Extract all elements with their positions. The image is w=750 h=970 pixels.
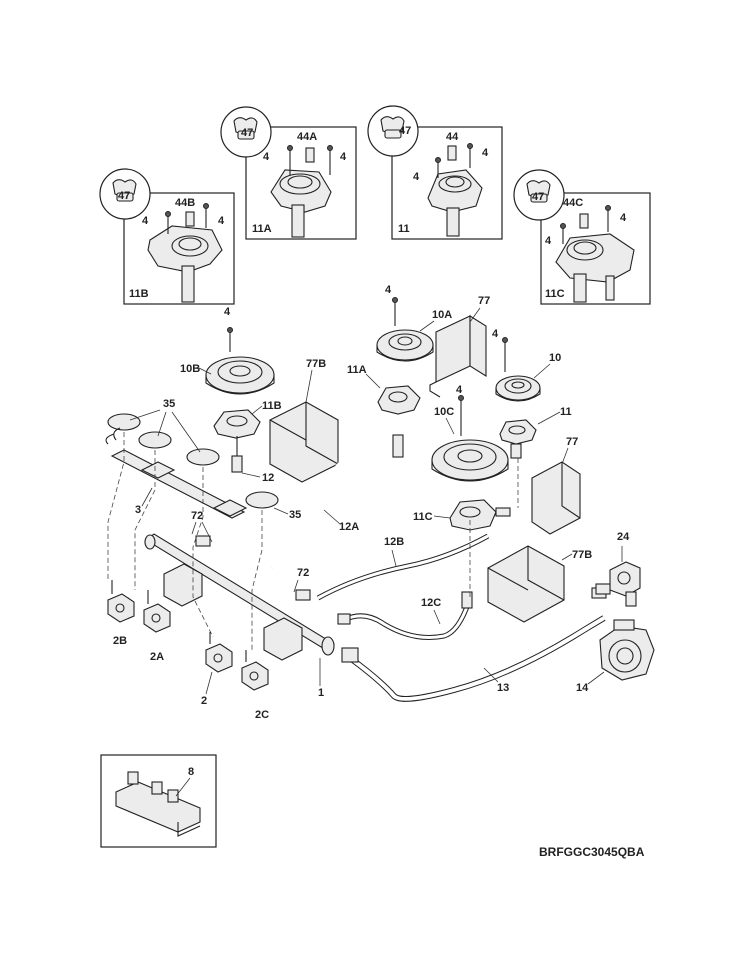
label-35-bottom: 35 (289, 509, 301, 521)
tube-12a (271, 446, 393, 570)
label-4-11b-left: 4 (142, 215, 149, 227)
burner-cap-10 (495, 337, 541, 402)
label-47-c: 47 (118, 190, 130, 202)
burner-base-11c (449, 499, 511, 531)
label-11b-main: 11B (262, 400, 282, 412)
label-3: 3 (135, 504, 141, 516)
label-12b: 12B (384, 536, 404, 548)
label-4-10: 4 (492, 328, 499, 340)
bracket-77-top (429, 315, 487, 398)
pressure-regulator-14 (599, 619, 655, 681)
label-11a-main: 11A (347, 364, 367, 376)
burner-base-11 (499, 419, 537, 459)
bracket-77b-left (269, 401, 339, 483)
label-4-11c-left: 4 (545, 235, 552, 247)
label-24: 24 (617, 531, 630, 543)
bracket-77b-right (487, 545, 565, 623)
label-12c: 12C (421, 597, 441, 609)
burner-cap-10b (205, 327, 275, 395)
valve-2b (107, 580, 135, 623)
label-44: 44 (446, 131, 459, 143)
label-4-11c-right: 4 (620, 212, 627, 224)
label-44c: 44C (563, 197, 583, 209)
label-2a: 2A (150, 651, 164, 663)
label-77-right: 77 (566, 436, 578, 448)
label-10c: 10C (434, 406, 454, 418)
label-77-top: 77 (478, 295, 490, 307)
inset-box-8 (100, 754, 217, 848)
label-35-top: 35 (163, 398, 175, 410)
burner-base-11b (213, 409, 261, 473)
inset-box-11a (220, 106, 357, 240)
inset-box-11b (99, 168, 235, 305)
label-4-10c: 4 (456, 384, 463, 396)
inset-box-11 (367, 105, 503, 240)
label-12a: 12A (339, 521, 359, 533)
label-11c-main: 11C (413, 511, 433, 523)
label-13: 13 (497, 682, 509, 694)
label-11c-inset: 11C (545, 288, 565, 300)
label-10b: 10B (180, 363, 200, 375)
label-2c: 2C (255, 709, 269, 721)
label-47-a: 47 (241, 127, 253, 139)
label-4-11a-left: 4 (263, 151, 270, 163)
label-1: 1 (318, 687, 324, 699)
label-10: 10 (549, 352, 561, 364)
gasket-35-group (107, 413, 279, 509)
label-11a-inset: 11A (252, 223, 272, 235)
label-11b-inset: 11B (129, 288, 149, 300)
diagram-code: BRFGGC3045QBA (539, 845, 645, 859)
label-11-inset: 11 (398, 223, 410, 235)
valve-brackets (163, 563, 303, 661)
label-4-10a: 4 (385, 284, 392, 296)
spreader-bar-3 (105, 427, 248, 519)
label-10a: 10A (432, 309, 452, 321)
label-2: 2 (201, 695, 207, 707)
valve-2c (241, 650, 269, 691)
label-12: 12 (262, 472, 274, 484)
label-8: 8 (188, 766, 194, 778)
tube-12b (316, 533, 490, 601)
inset-box-11c (513, 169, 651, 305)
burner-cap-10c (431, 395, 509, 482)
label-14: 14 (576, 682, 589, 694)
label-4-11a-right: 4 (340, 151, 347, 163)
label-44b: 44B (175, 197, 195, 209)
label-11: 11 (560, 406, 572, 418)
label-4-11-right: 4 (482, 147, 489, 159)
tube-12c (337, 591, 473, 640)
label-47-d: 47 (532, 191, 544, 203)
burner-base-11a (377, 385, 421, 458)
label-77b-left: 77B (306, 358, 326, 370)
label-72-left: 72 (191, 510, 203, 522)
label-47-b: 47 (399, 125, 411, 137)
label-4-11-left: 4 (413, 171, 420, 183)
label-44a: 44A (297, 131, 317, 143)
alignment-lines (107, 432, 519, 650)
burner-cap-10a (376, 297, 434, 362)
valve-2a (143, 590, 171, 633)
label-4-11b-right: 4 (218, 215, 225, 227)
valve-2 (205, 632, 233, 673)
label-72-right: 72 (297, 567, 309, 579)
bracket-77-right (531, 461, 581, 535)
label-4-10b: 4 (224, 306, 231, 318)
tube-13 (341, 587, 607, 702)
label-77b-right: 77B (572, 549, 592, 561)
elbow-fitting-24 (595, 561, 641, 607)
label-2b: 2B (113, 635, 127, 647)
